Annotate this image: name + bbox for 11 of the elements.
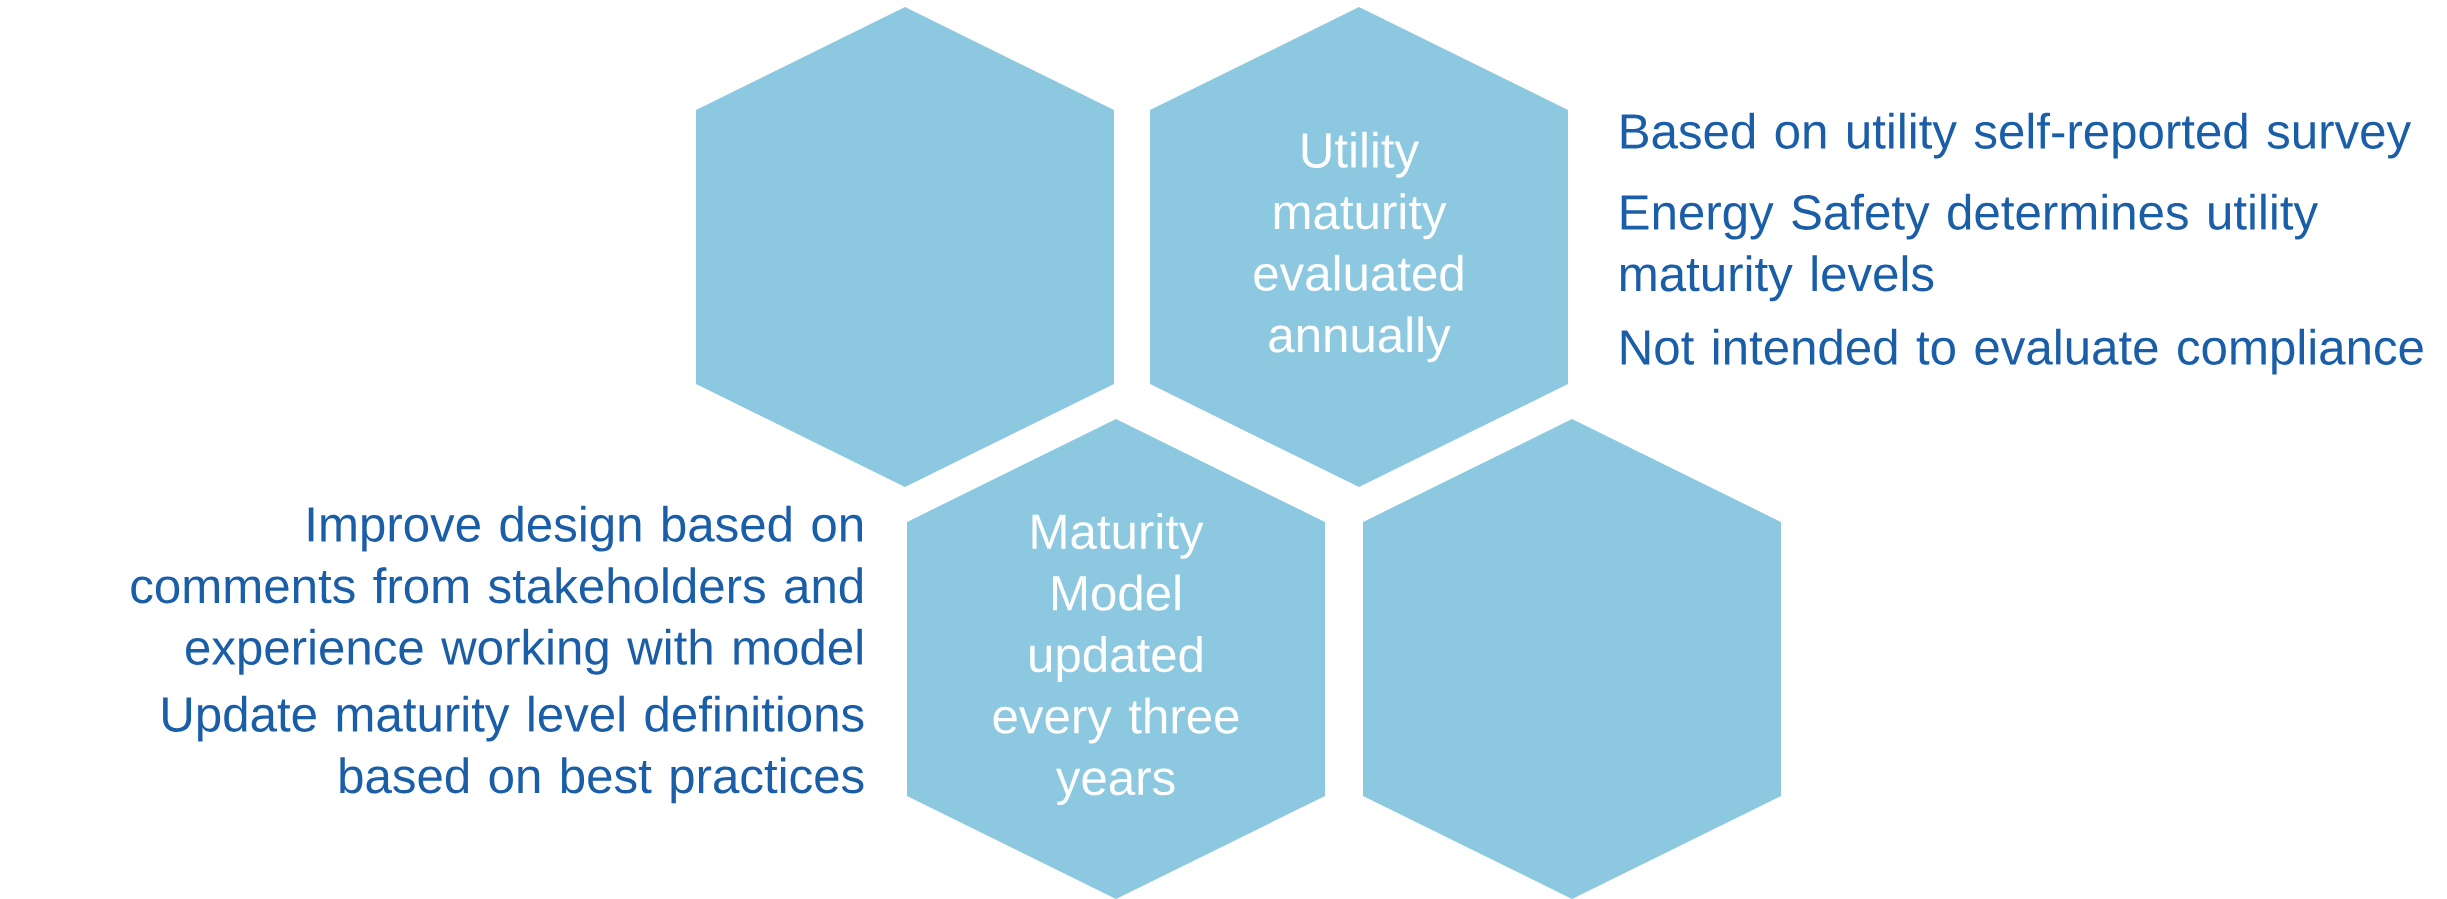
node-label: Utility maturity evaluated annually [1254,131,1463,363]
hexagon [696,7,1114,487]
hexagon [1363,419,1781,899]
side-note: Based on utility self-reported survey [1621,112,2412,159]
side-note: Update maturity level definitions based on best practices [163,695,864,804]
side-note: Not intended to evaluate compliance [1621,328,2423,375]
hexagon: Utility maturity evaluated annually [1150,7,1568,487]
side-note: Energy Safety determines utility maturity levels [1620,193,2318,302]
side-note: Improve design based on comments from stakeholders and experience working with model [131,505,862,675]
node-label: Maturity Model updated every three years [993,512,1239,806]
hexagon: Maturity Model updated every three years [907,419,1325,899]
